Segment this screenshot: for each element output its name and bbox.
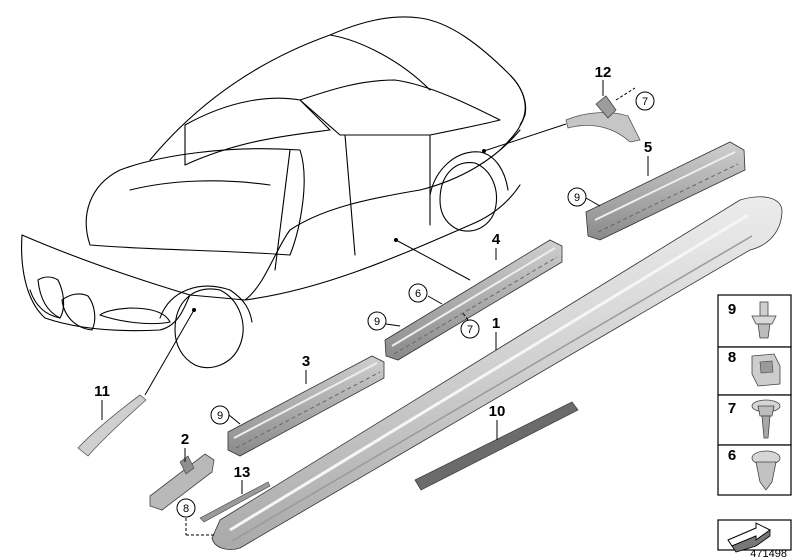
- screw-icon: [751, 399, 781, 439]
- car-outline: [21, 16, 527, 369]
- legend-label-8: 8: [728, 349, 736, 366]
- fastener-legend: 9 8 7 6: [717, 294, 792, 553]
- circled-callout-9-rear: 9: [567, 187, 587, 207]
- legend-label-9: 9: [728, 301, 736, 318]
- leader-front-arch: [144, 309, 195, 396]
- callout-2: 2: [181, 431, 189, 448]
- legend-label-7: 7: [728, 400, 736, 417]
- svg-text:9: 9: [374, 316, 380, 328]
- callout-5: 5: [644, 139, 652, 156]
- leader-rear-arch: [483, 123, 567, 152]
- arrow-icon: [727, 522, 771, 553]
- nut-icon: [751, 353, 781, 387]
- svg-text:6: 6: [415, 288, 421, 300]
- legend-cell-6: [717, 444, 792, 496]
- svg-text:7: 7: [467, 324, 473, 336]
- svg-text:9: 9: [217, 410, 223, 422]
- callout-leaders: [101, 80, 649, 536]
- leader-sill: [395, 239, 471, 281]
- circled-callout-8: 8: [176, 498, 196, 518]
- part-11-front-arch-trim: [77, 394, 147, 457]
- svg-text:9: 9: [574, 192, 580, 204]
- part-12-rear-arch-trim: [565, 95, 641, 143]
- legend-label-6: 6: [728, 447, 736, 464]
- circled-callout-9-front: 9: [210, 405, 230, 425]
- circled-callout-7-top: 7: [635, 91, 655, 111]
- part-13-retaining-rod: [199, 480, 271, 523]
- document-number: 471498: [750, 548, 787, 560]
- part-3-mounting-rail-front: [227, 355, 385, 457]
- clip-icon: [751, 301, 777, 339]
- part-4-mounting-rail-center: [384, 239, 563, 361]
- callout-11: 11: [94, 383, 110, 400]
- callout-12: 12: [595, 64, 612, 81]
- callout-3: 3: [302, 353, 310, 370]
- part-1-side-sill: [211, 196, 783, 550]
- callout-10: 10: [489, 403, 506, 420]
- svg-text:8: 8: [183, 503, 189, 515]
- circled-callout-9-center: 9: [367, 311, 387, 331]
- part-5-mounting-rail-rear: [585, 141, 746, 241]
- circled-callout-7-center: 7: [460, 319, 480, 339]
- callout-4: 4: [492, 231, 501, 248]
- car-leader-lines: [144, 123, 567, 396]
- callout-13: 13: [234, 464, 251, 481]
- part-10-sill-strip: [414, 401, 579, 491]
- callout-1: 1: [492, 315, 500, 332]
- circled-callout-6: 6: [408, 283, 428, 303]
- expanding-rivet-icon: [751, 450, 781, 491]
- svg-text:7: 7: [642, 96, 648, 108]
